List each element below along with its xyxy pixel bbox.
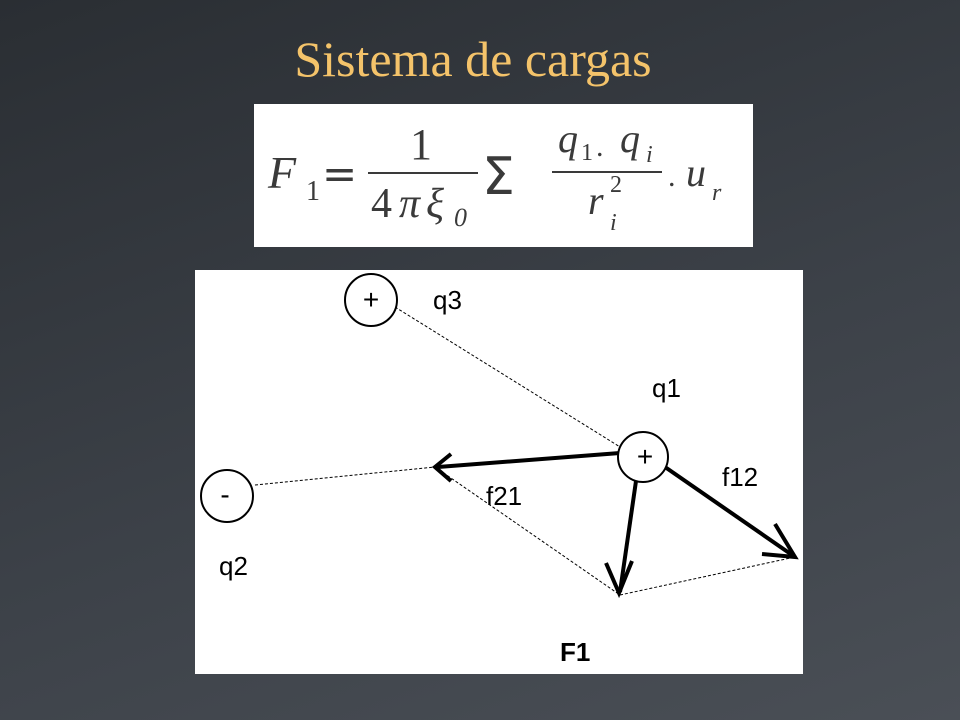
label-q1: q1	[652, 373, 681, 403]
formula-r-sub: i	[610, 210, 617, 236]
formula-q1-sub: 1	[581, 140, 593, 166]
formula-u-sub: r	[712, 180, 722, 206]
force-f12-arrowhead	[761, 522, 799, 560]
formula-dot-1: .	[596, 130, 604, 163]
force-f21-arrowhead	[431, 452, 453, 483]
formula-den-xi: ξ	[426, 181, 444, 227]
charge-q3-sign: +	[363, 284, 379, 315]
formula-u: u	[686, 150, 706, 195]
formula-den-sub: 0	[454, 203, 467, 232]
label-F1: F1	[560, 637, 590, 667]
dashed-line-q2-f21	[254, 466, 436, 486]
force-F1-arrowhead	[604, 560, 634, 599]
formula-den-4: 4	[371, 181, 392, 227]
charge-q1-sign: +	[637, 441, 653, 472]
force-f12-arrow	[663, 465, 797, 559]
formula-F: F	[267, 147, 297, 198]
formula-r-sup: 2	[610, 172, 622, 198]
formula-qi-sub: i	[646, 142, 653, 168]
dashed-line-f12-F1	[619, 556, 796, 596]
force-f21-arrow	[437, 451, 621, 469]
formula-dot-2: .	[668, 160, 676, 193]
formula-numerator-1: 1	[410, 120, 432, 169]
formula-F-sub: 1	[306, 176, 320, 207]
label-f21: f21	[486, 481, 522, 511]
coulomb-formula: F 1 = 1 4 π ξ 0 Σ q 1 . q i r 2 i . u r	[254, 104, 753, 247]
charge-q2-circle	[200, 469, 254, 523]
label-q3: q3	[433, 285, 462, 315]
formula-den-pi: π	[399, 181, 421, 227]
force-F1-arrow	[618, 480, 638, 593]
charge-q3-circle	[344, 273, 398, 327]
dashed-line-q3-q1	[394, 306, 642, 461]
charges-diagram: + + - q3 q1 q2 f21 f12 F1	[195, 270, 803, 674]
formula-r: r	[588, 178, 604, 223]
formula-q1: q	[558, 116, 578, 161]
label-f12: f12	[722, 462, 758, 492]
label-q2: q2	[219, 551, 248, 581]
slide-title: Sistema de cargas	[294, 31, 652, 87]
formula-qi: q	[620, 116, 640, 161]
charge-q2-sign: -	[220, 479, 229, 510]
formula-sum: Σ	[482, 147, 515, 207]
charge-q1-circle	[617, 431, 669, 483]
dashed-line-f21-F1	[434, 466, 621, 596]
formula-equals: =	[322, 149, 357, 198]
